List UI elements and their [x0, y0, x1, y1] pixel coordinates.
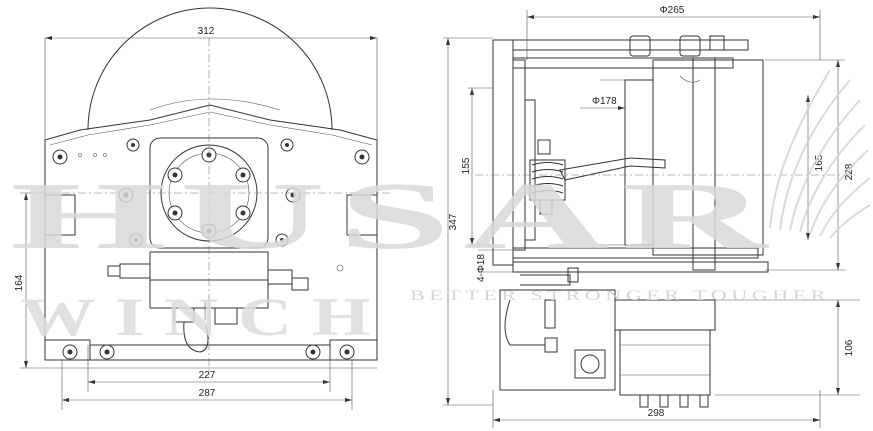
watermark-sub: WINCH [20, 287, 390, 347]
hydraulic-hose [183, 321, 209, 353]
side-view: Φ265 Φ178 165 228 155 347 4-Φ1 [443, 5, 860, 428]
watermark-brand: HUSAR [10, 162, 780, 269]
dim-inner-155: 155 [461, 157, 472, 174]
dim-height-347: 347 [448, 213, 459, 230]
dim-base-outer: 287 [199, 388, 216, 399]
gearbox-bolts [167, 147, 251, 239]
drum-inner-arc [149, 98, 281, 111]
hydraulic-motor [619, 329, 711, 396]
watermark: HUSAR WINCH BETTER STRONGER TOUGHER [10, 69, 871, 347]
wing-emblem-icon [769, 69, 871, 239]
dim-height-left: 164 [14, 274, 25, 291]
plate-bolts [52, 138, 370, 360]
hex-nut [574, 349, 606, 379]
right-fitting [267, 269, 293, 285]
dim-hole: 4-Φ18 [476, 254, 487, 282]
drum-arc [87, 7, 333, 131]
dim-overall-height: 228 [844, 163, 855, 180]
dim-motor-drop: 106 [844, 339, 855, 356]
front-view: 312 227 287 164 [14, 7, 392, 410]
dim-drum-diameter: Φ178 [592, 96, 617, 107]
dim-base-inner: 227 [199, 370, 216, 381]
dim-flange-diameter: Φ265 [660, 5, 685, 16]
watermark-tagline: BETTER STRONGER TOUGHER [410, 288, 830, 304]
dim-drum-width: 165 [814, 154, 825, 171]
dim-overall-length: 298 [648, 408, 665, 419]
dim-overall-width: 312 [198, 26, 215, 37]
valve-block-side [499, 289, 616, 391]
